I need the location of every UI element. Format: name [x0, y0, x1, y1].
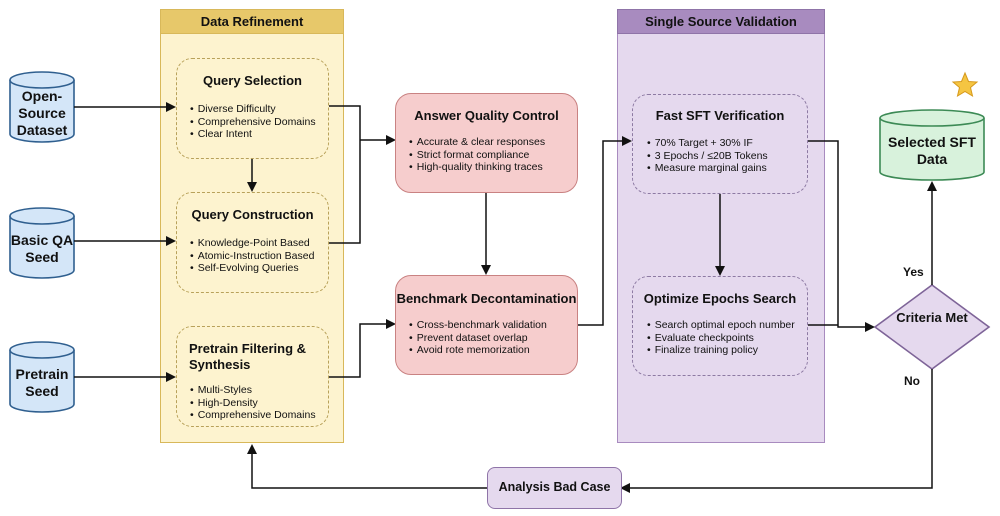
optimize-epochs-search-list: Search optimal epoch number Evaluate che…	[647, 319, 807, 357]
answer-quality-control-list: Accurate & clear responses Strict format…	[409, 136, 577, 174]
fast-sft-verification-box: Fast SFT Verification 70% Target + 30% I…	[632, 94, 808, 194]
pretrain-filtering-box: Pretrain Filtering & Synthesis Multi-Sty…	[176, 326, 329, 427]
criteria-met-label: Criteria Met	[896, 310, 968, 325]
pretrain-seed-cylinder	[9, 341, 75, 413]
list-item: Evaluate checkpoints	[647, 332, 807, 345]
yes-label: Yes	[903, 265, 924, 279]
fast-sft-verification-list: 70% Target + 30% IF 3 Epochs / ≤20B Toke…	[647, 137, 807, 175]
fast-sft-verification-title: Fast SFT Verification	[655, 108, 785, 123]
list-item: Search optimal epoch number	[647, 319, 807, 332]
arrow-refinement-to-answer-qc	[329, 105, 361, 244]
list-item: Prevent dataset overlap	[409, 332, 577, 345]
benchmark-decontamination-list: Cross-benchmark validation Prevent datas…	[409, 319, 577, 357]
optimize-epochs-search-box: Optimize Epochs Search Search optimal ep…	[632, 276, 808, 376]
criteria-met-diamond	[873, 284, 991, 370]
list-item: Strict format compliance	[409, 149, 577, 162]
list-item: Multi-Styles	[190, 384, 328, 397]
selected-sft-data-label: Selected SFT Data	[888, 134, 976, 167]
list-item: Measure marginal gains	[647, 162, 807, 175]
query-selection-list: Diverse Difficulty Comprehensive Domains…	[190, 103, 328, 141]
star-icon	[951, 71, 979, 98]
open-source-dataset-label: Open-Source Dataset	[16, 87, 68, 138]
query-selection-title: Query Selection	[203, 73, 302, 88]
query-selection-box: Query Selection Diverse Difficulty Compr…	[176, 58, 329, 159]
arrow-no-to-bad-case	[620, 369, 933, 493]
pretrain-seed-label: Pretrain Seed	[15, 366, 69, 399]
list-item: Avoid rote memorization	[409, 344, 577, 357]
no-label: No	[904, 374, 920, 388]
selected-sft-data-cylinder	[879, 109, 985, 181]
answer-quality-control-title: Answer Quality Control	[414, 108, 559, 123]
arrow-filtering-to-decontamination	[329, 319, 396, 378]
single-source-validation-title: Single Source Validation	[617, 9, 825, 34]
data-refinement-title: Data Refinement	[160, 9, 344, 34]
basic-qa-seed-label: Basic QA Seed	[10, 232, 74, 265]
list-item: Atomic-Instruction Based	[190, 250, 328, 263]
list-item: Knowledge-Point Based	[190, 237, 328, 250]
basic-qa-seed-cylinder	[9, 207, 75, 279]
list-item: Accurate & clear responses	[409, 136, 577, 149]
pretrain-filtering-list: Multi-Styles High-Density Comprehensive …	[190, 384, 328, 422]
single-source-validation-panel	[617, 9, 825, 443]
arrow-validation-to-criteria	[808, 140, 875, 332]
query-construction-list: Knowledge-Point Based Atomic-Instruction…	[190, 237, 328, 275]
answer-quality-control-box: Answer Quality Control Accurate & clear …	[395, 93, 578, 193]
open-source-dataset-cylinder	[9, 71, 75, 143]
arrow-bad-case-to-refinement	[247, 444, 487, 489]
list-item: High-quality thinking traces	[409, 161, 577, 174]
list-item: 70% Target + 30% IF	[647, 137, 807, 150]
list-item: Cross-benchmark validation	[409, 319, 577, 332]
optimize-epochs-search-title: Optimize Epochs Search	[643, 291, 797, 306]
list-item: Finalize training policy	[647, 344, 807, 357]
data-refinement-panel	[160, 9, 344, 443]
pretrain-filtering-title: Pretrain Filtering & Synthesis	[189, 341, 307, 372]
list-item: Comprehensive Domains	[190, 116, 328, 129]
query-construction-title: Query Construction	[191, 207, 314, 222]
list-item: High-Density	[190, 397, 328, 410]
list-item: Comprehensive Domains	[190, 409, 328, 422]
list-item: Self-Evolving Queries	[190, 262, 328, 275]
list-item: 3 Epochs / ≤20B Tokens	[647, 150, 807, 163]
benchmark-decontamination-title: Benchmark Decontamination	[396, 291, 577, 306]
list-item: Diverse Difficulty	[190, 103, 328, 116]
list-item: Clear Intent	[190, 128, 328, 141]
query-construction-box: Query Construction Knowledge-Point Based…	[176, 192, 329, 293]
analysis-bad-case-box: Analysis Bad Case	[487, 467, 622, 509]
arrow-decontamination-to-fast-sft	[578, 136, 632, 326]
benchmark-decontamination-box: Benchmark Decontamination Cross-benchmar…	[395, 275, 578, 375]
